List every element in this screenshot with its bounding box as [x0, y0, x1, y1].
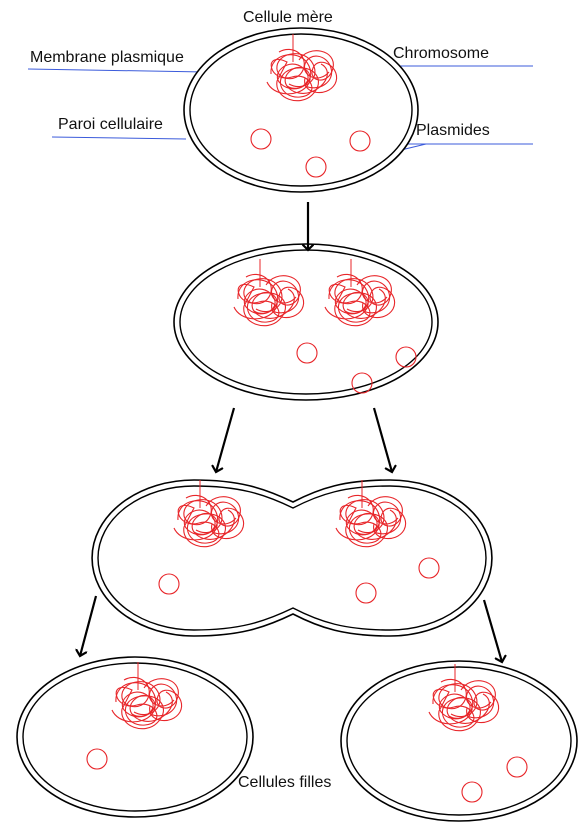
cells	[16, 27, 578, 822]
plasmid	[351, 372, 373, 394]
cell-wall	[173, 243, 439, 401]
plasma-membrane-label: Membrane plasmique	[30, 49, 184, 66]
plasmid	[349, 130, 371, 152]
chromosome	[233, 259, 305, 327]
plasmid	[296, 342, 318, 364]
chromosome	[335, 480, 407, 548]
dividing-cell	[91, 479, 493, 637]
plasmid	[506, 756, 528, 778]
plasma-membrane	[189, 33, 413, 187]
plasmid	[355, 582, 377, 604]
cell-wall	[340, 660, 578, 822]
arrow-to-daughter-right	[482, 599, 502, 662]
cell-wall	[16, 656, 254, 818]
plasmid	[395, 346, 417, 368]
chromosome	[266, 34, 338, 102]
plasmid	[461, 781, 483, 803]
plasma-membrane	[97, 485, 487, 631]
daughter-cell-right	[340, 660, 578, 822]
plasmid	[86, 748, 108, 770]
plasma-membrane-leader	[27, 68, 206, 73]
daughter-cell-left	[16, 656, 254, 818]
plasmid	[418, 557, 440, 579]
chromosome	[428, 664, 500, 732]
plasma-membrane	[346, 666, 572, 816]
cell-wall-label: Paroi cellulaire	[58, 116, 163, 133]
chromosome-label: Chromosome	[393, 45, 490, 62]
daughter-cells-label: Cellules filles	[238, 774, 332, 791]
mother-cell	[183, 27, 419, 193]
arrow-to-daughter-left	[80, 595, 98, 656]
process-arrows	[80, 202, 502, 662]
cell-wall-leader	[51, 136, 187, 140]
plasmid	[305, 156, 327, 178]
chromosome	[324, 259, 396, 327]
plasmids-label: Plasmides	[416, 122, 490, 139]
plasmid	[158, 573, 180, 595]
arrow-left-to-division	[216, 407, 236, 472]
chromosome	[173, 480, 245, 548]
arrow-right-to-division	[372, 407, 392, 472]
mother-cell-label: Cellule mère	[243, 9, 333, 26]
replicating-cell	[173, 243, 439, 401]
plasmid	[250, 128, 272, 150]
chromosome	[111, 662, 183, 730]
cell-wall	[183, 27, 419, 193]
plasma-membrane	[22, 662, 248, 812]
